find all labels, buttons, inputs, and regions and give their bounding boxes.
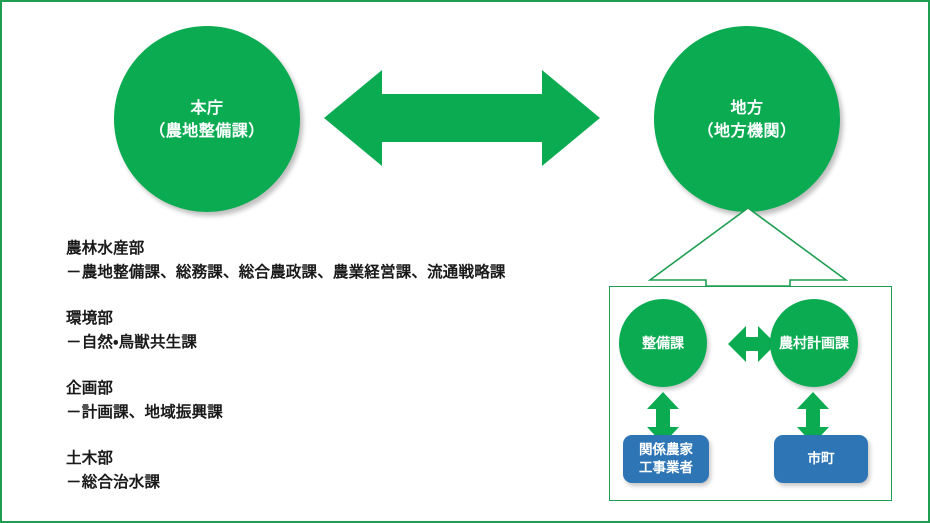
node-head-office-line2: （農地整備課） — [149, 121, 265, 140]
local-organization-frame — [609, 286, 892, 501]
node-farmers-contractors: 関係農家 工事業者 — [623, 435, 709, 483]
node-municipality: 市町 — [774, 435, 868, 483]
node-maintenance-division-label: 整備課 — [642, 336, 684, 352]
double-headed-vertical-arrow-small-icon — [796, 392, 830, 444]
department-divisions: －計画課、地域振興課 — [66, 403, 224, 422]
department-name: 土木部 — [66, 449, 114, 468]
node-local-bureau-line1: 地方 — [730, 97, 764, 117]
department-list: 農林水産部 －農地整備課、総務課、総合農政課、農業経営課、流通戦略課 環境部 －… — [66, 236, 586, 494]
node-rural-planning-division-label: 農村計画課 — [779, 336, 849, 352]
node-farmers-contractors-line2: 工事業者 — [639, 460, 693, 476]
node-farmers-contractors-line1: 関係農家 — [639, 441, 693, 458]
department-name: 環境部 — [66, 309, 114, 328]
department-divisions: －総合治水課 — [66, 473, 161, 492]
department-name: 農林水産部 — [66, 239, 145, 257]
department-divisions: －自然・鳥獣共生課 — [66, 333, 198, 352]
department-group: 土木部 －総合治水課 — [66, 446, 586, 494]
double-headed-horizontal-arrow-small-icon — [728, 320, 776, 368]
up-block-arrow-outline-icon — [647, 206, 849, 288]
node-head-office-line1: 本庁 — [190, 97, 224, 117]
double-headed-vertical-arrow-small-icon — [646, 392, 680, 444]
node-rural-planning-division: 農村計画課 — [770, 299, 858, 387]
node-municipality-line1: 市町 — [807, 450, 835, 467]
department-group: 農林水産部 －農地整備課、総務課、総合農政課、農業経営課、流通戦略課 — [66, 236, 586, 284]
department-divisions: －農地整備課、総務課、総合農政課、農業経営課、流通戦略課 — [66, 263, 506, 282]
department-name: 企画部 — [66, 379, 114, 398]
node-local-bureau: 地方 （地方機関） — [654, 26, 840, 212]
department-group: 環境部 －自然・鳥獣共生課 — [66, 306, 586, 354]
node-local-bureau-line2: （地方機関） — [697, 121, 797, 140]
double-headed-horizontal-arrow-icon — [324, 64, 600, 172]
node-maintenance-division: 整備課 — [619, 299, 707, 387]
department-group: 企画部 －計画課、地域振興課 — [66, 376, 586, 424]
node-head-office: 本庁 （農地整備課） — [114, 26, 300, 212]
